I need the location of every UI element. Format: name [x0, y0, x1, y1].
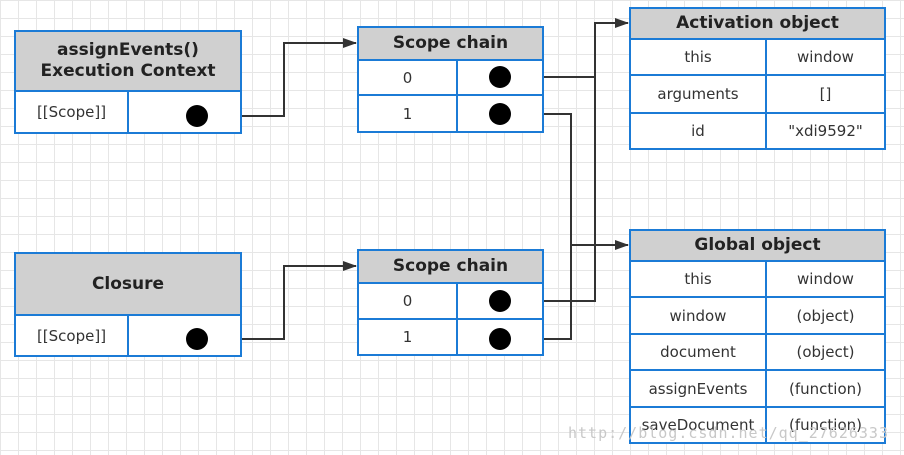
- scope-chain-bottom-index-1: 1: [357, 318, 458, 356]
- exec-context-scope-label: [[Scope]]: [14, 90, 129, 134]
- scope-chain-top-header: Scope chain: [357, 26, 544, 61]
- global-object-header: Global object: [629, 229, 886, 262]
- global-key-this: this: [629, 260, 767, 298]
- scope-chain-bottom-dot-0: [489, 290, 511, 312]
- activation-value-id: "xdi9592": [765, 112, 886, 150]
- watermark: http://blog.csdn.net/qq_27626333: [568, 424, 889, 442]
- connector-top-1-to-global: [500, 113, 629, 250]
- global-value-assignevents: (function): [765, 369, 886, 408]
- global-key-window: window: [629, 296, 767, 335]
- global-value-this: window: [765, 260, 886, 298]
- exec-context-scope-pointer: [127, 90, 242, 134]
- activation-object-header: Activation object: [629, 7, 886, 40]
- global-key-savedocument: saveDocument: [629, 406, 767, 444]
- activation-key-arguments: arguments: [629, 74, 767, 114]
- global-key-assignevents: assignEvents: [629, 369, 767, 408]
- global-value-savedocument: (function): [765, 406, 886, 444]
- closure-scope-label: [[Scope]]: [14, 314, 129, 357]
- global-value-document: (object): [765, 333, 886, 371]
- closure-scope-dot: [186, 328, 208, 350]
- scope-chain-top-index-0: 0: [357, 59, 458, 96]
- connector-top-0-to-activation: [544, 18, 629, 78]
- global-value-window: (object): [765, 296, 886, 335]
- exec-context-scope-dot: [186, 105, 208, 127]
- scope-chain-top-index-1: 1: [357, 94, 458, 133]
- scope-chain-bottom-index-0: 0: [357, 282, 458, 320]
- scope-chain-bottom-dot-1: [489, 328, 511, 350]
- scope-chain-bottom-header: Scope chain: [357, 249, 544, 284]
- activation-value-arguments: []: [765, 74, 886, 114]
- activation-value-this: window: [765, 38, 886, 76]
- exec-context-header: assignEvents() Execution Context: [14, 30, 242, 92]
- global-key-document: document: [629, 333, 767, 371]
- activation-key-this: this: [629, 38, 767, 76]
- scope-chain-top-dot-0: [489, 66, 511, 88]
- activation-key-id: id: [629, 112, 767, 150]
- scope-chain-top-dot-1: [489, 103, 511, 125]
- closure-header: Closure: [14, 252, 242, 316]
- closure-scope-pointer: [127, 314, 242, 357]
